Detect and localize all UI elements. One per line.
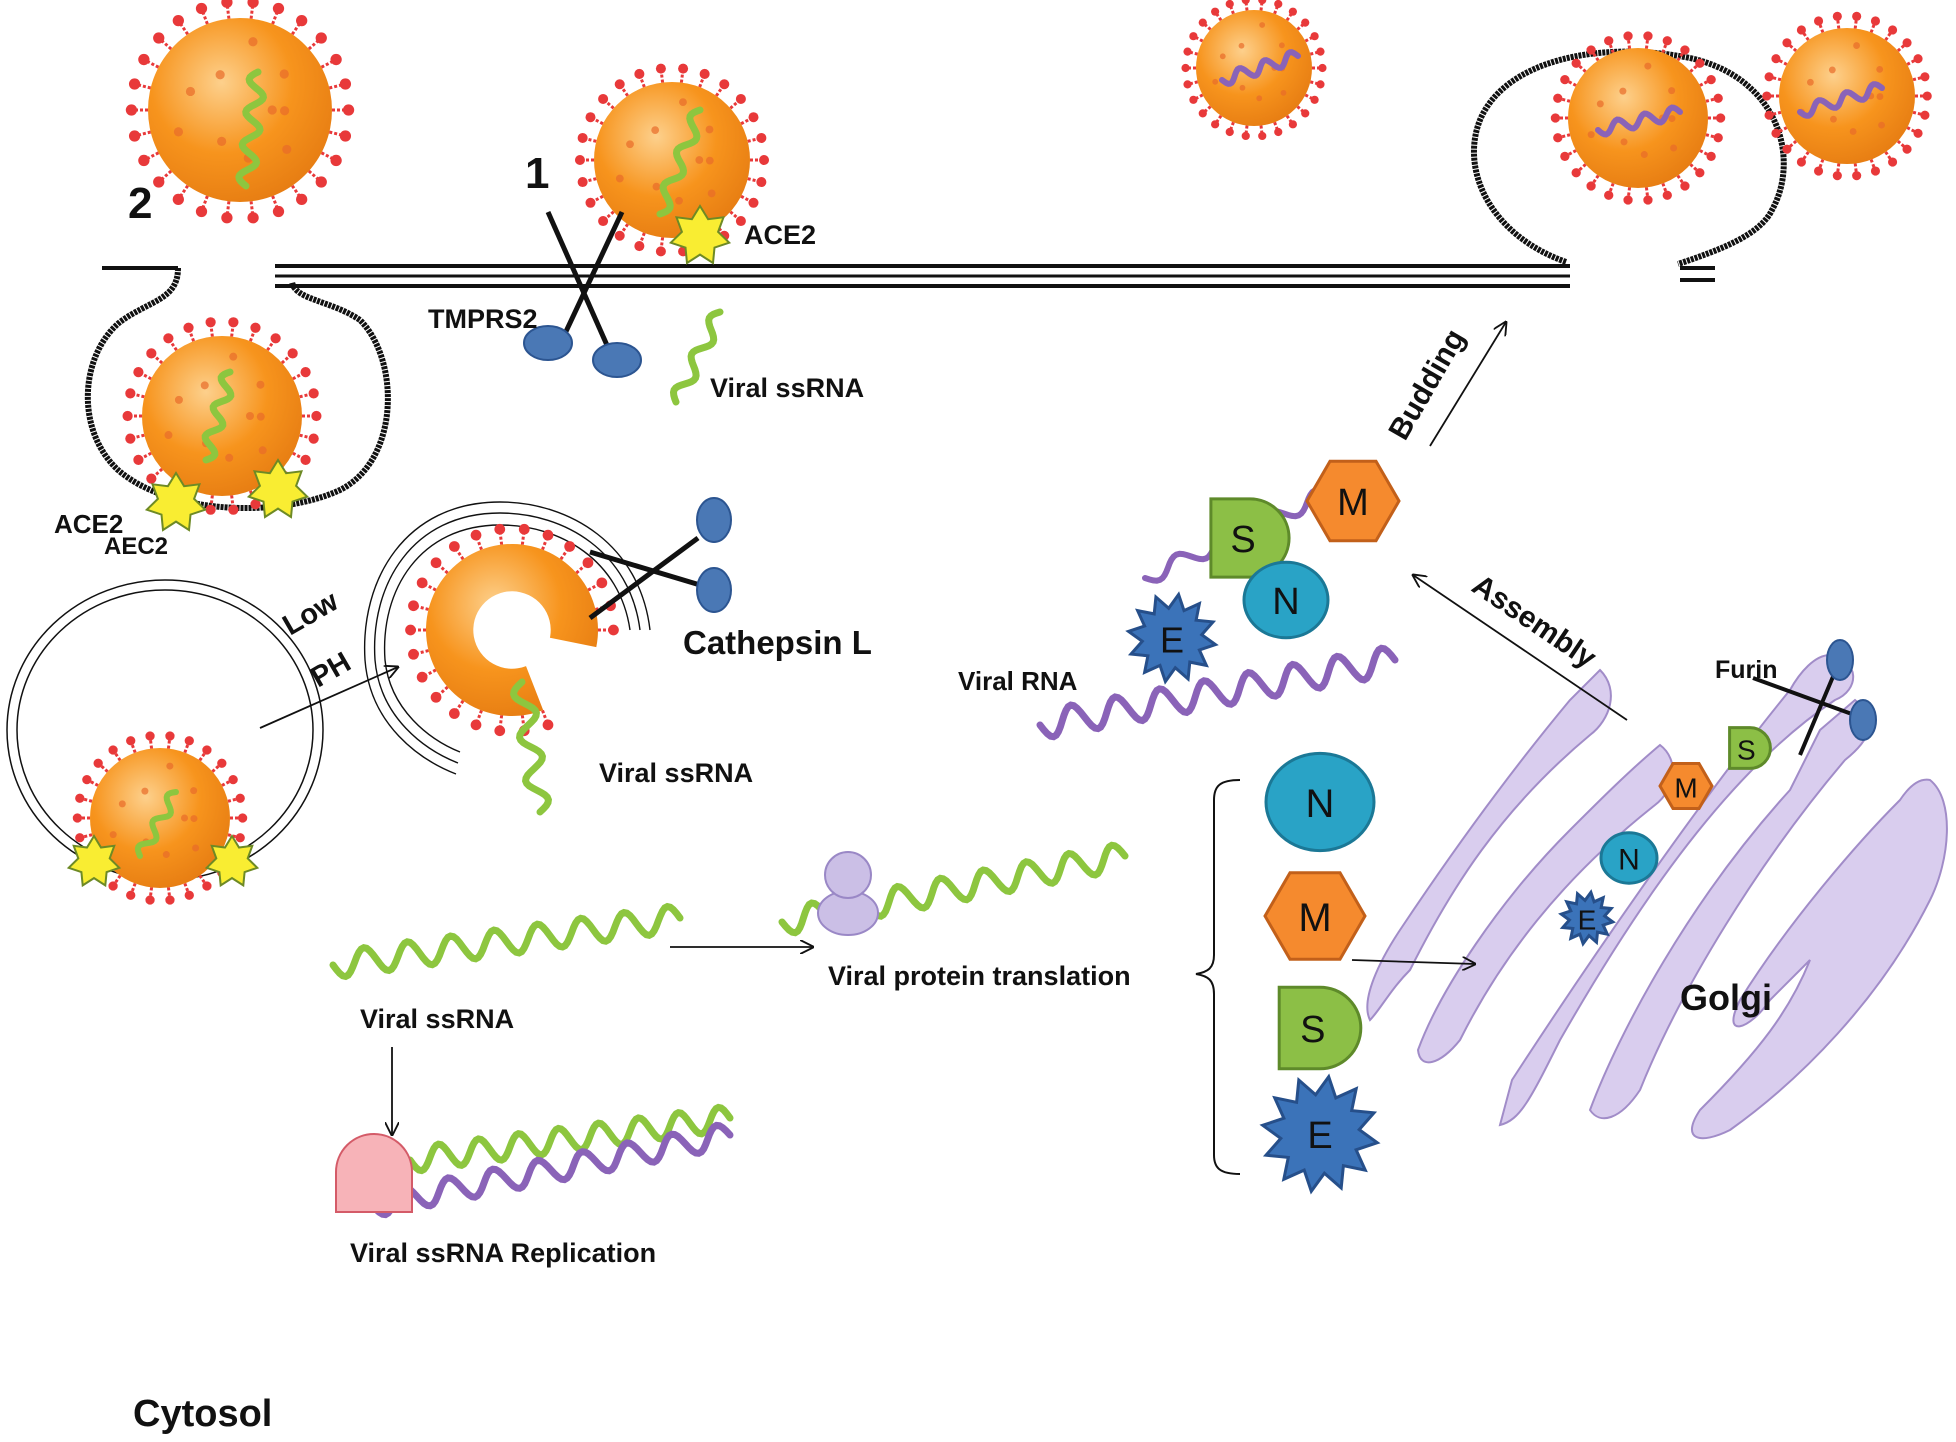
virus-particle-entry-1	[574, 63, 770, 257]
protein-n-label: N	[1618, 844, 1640, 877]
ph-label: PH	[306, 646, 357, 694]
golgi-label: Golgi	[1680, 977, 1772, 1018]
ace2-star-icon	[66, 834, 122, 888]
ace2-star-icon	[204, 834, 260, 888]
ace2-top-label: ACE2	[744, 220, 816, 250]
genome-in-virion	[656, 106, 704, 218]
cytosolic-viral-ssrna	[329, 902, 684, 981]
protein-e-label: E	[1578, 905, 1597, 936]
protein-n-label: N	[1306, 782, 1335, 826]
genome-in-virion	[134, 789, 179, 859]
viral-ssrna-top-label: Viral ssRNA	[710, 373, 864, 403]
protein-e-icon: E	[1125, 591, 1219, 685]
step-2-label: 2	[128, 179, 152, 228]
virus-particle-uncoating	[405, 523, 619, 737]
protein-e-label: E	[1160, 620, 1184, 661]
budding-label: Budding	[1382, 324, 1471, 446]
cathepsin-l-protease-cross-icon	[588, 497, 732, 621]
aec2-left-label: AEC2	[104, 533, 168, 560]
protein-s-label: S	[1737, 735, 1756, 766]
viral-ssrna-endosome-label: Viral ssRNA	[599, 758, 753, 788]
genome-in-virion	[1595, 104, 1683, 138]
cytosol-label: Cytosol	[133, 1393, 272, 1435]
protein-n-icon: N	[1242, 560, 1330, 640]
protein-e-icon: E	[1259, 1073, 1381, 1195]
polymerase-icon	[335, 1133, 413, 1213]
step-1-label: 1	[525, 149, 549, 198]
protein-s-icon: S	[1277, 985, 1363, 1071]
budding-vesicle	[1470, 48, 1787, 267]
viral-ssrna-replication-label: Viral ssRNA Replication	[350, 1238, 656, 1268]
viral-protein-translation-label: Viral protein translation	[828, 961, 1131, 991]
protein-m-icon: M	[1305, 459, 1401, 543]
protein-m-label: M	[1337, 482, 1369, 524]
plasma-membrane	[102, 264, 1715, 288]
lysosome	[363, 501, 651, 775]
virus-particle-top-middle	[1181, 0, 1327, 141]
virus-particle-released	[1762, 11, 1932, 181]
furin-label: Furin	[1715, 656, 1778, 684]
flow-arrows	[259, 322, 1628, 1135]
genome-in-virion	[1219, 49, 1301, 87]
ace2-star-icon	[246, 458, 310, 519]
assembly-arrow	[1413, 575, 1628, 721]
released-viral-ssrna	[509, 678, 553, 816]
protein-e-icon: E	[1558, 889, 1616, 947]
template-viral-rna	[368, 1121, 734, 1219]
released-viral-ssrna	[669, 308, 724, 406]
assembly-label: Assembly	[1466, 568, 1602, 675]
protein-m-icon: M	[1658, 762, 1714, 810]
budding-arrow	[1429, 322, 1506, 447]
genome-in-virion	[201, 368, 235, 464]
viral-rna-label: Viral RNA	[958, 666, 1078, 696]
ace2-star-icon	[144, 471, 208, 532]
tmprss2-protease-cross-icon	[523, 210, 642, 378]
ribosome-icon	[817, 851, 879, 936]
protein-n-label: N	[1272, 581, 1299, 623]
assembly-viral-rna	[1036, 644, 1399, 741]
protein-n-icon: N	[1599, 831, 1659, 885]
ace2-left-label: ACE2	[54, 509, 123, 539]
genome-in-virion	[1797, 81, 1885, 119]
protein-s-label: S	[1230, 519, 1255, 561]
cathepsin-l-label: Cathepsin L	[683, 624, 872, 661]
low-ph-arrow	[259, 667, 398, 729]
viral-ssrna-cytosol-label: Viral ssRNA	[360, 1004, 514, 1034]
replicated-viral-ssrna	[406, 1103, 734, 1175]
protein-m-icon: M	[1263, 871, 1367, 961]
protein-m-label: M	[1298, 896, 1331, 940]
tmprs2-label: TMPRS2	[428, 304, 538, 334]
protein-n-icon: N	[1264, 751, 1376, 853]
protein-e-label: E	[1307, 1115, 1332, 1157]
ace2-star-icon	[668, 204, 732, 265]
protein-s-icon: S	[1728, 726, 1772, 770]
rna-strands	[134, 49, 1885, 1219]
furin-protease-cross-icon	[1752, 639, 1877, 756]
to-golgi-arrow	[1351, 960, 1475, 964]
protein-m-label: M	[1674, 773, 1697, 804]
genome-in-virion	[235, 68, 268, 190]
low-label: Low	[278, 585, 345, 642]
protein-s-label: S	[1300, 1009, 1325, 1051]
virus-particle-top-left	[125, 0, 355, 224]
protein-bracket	[1195, 779, 1241, 1175]
